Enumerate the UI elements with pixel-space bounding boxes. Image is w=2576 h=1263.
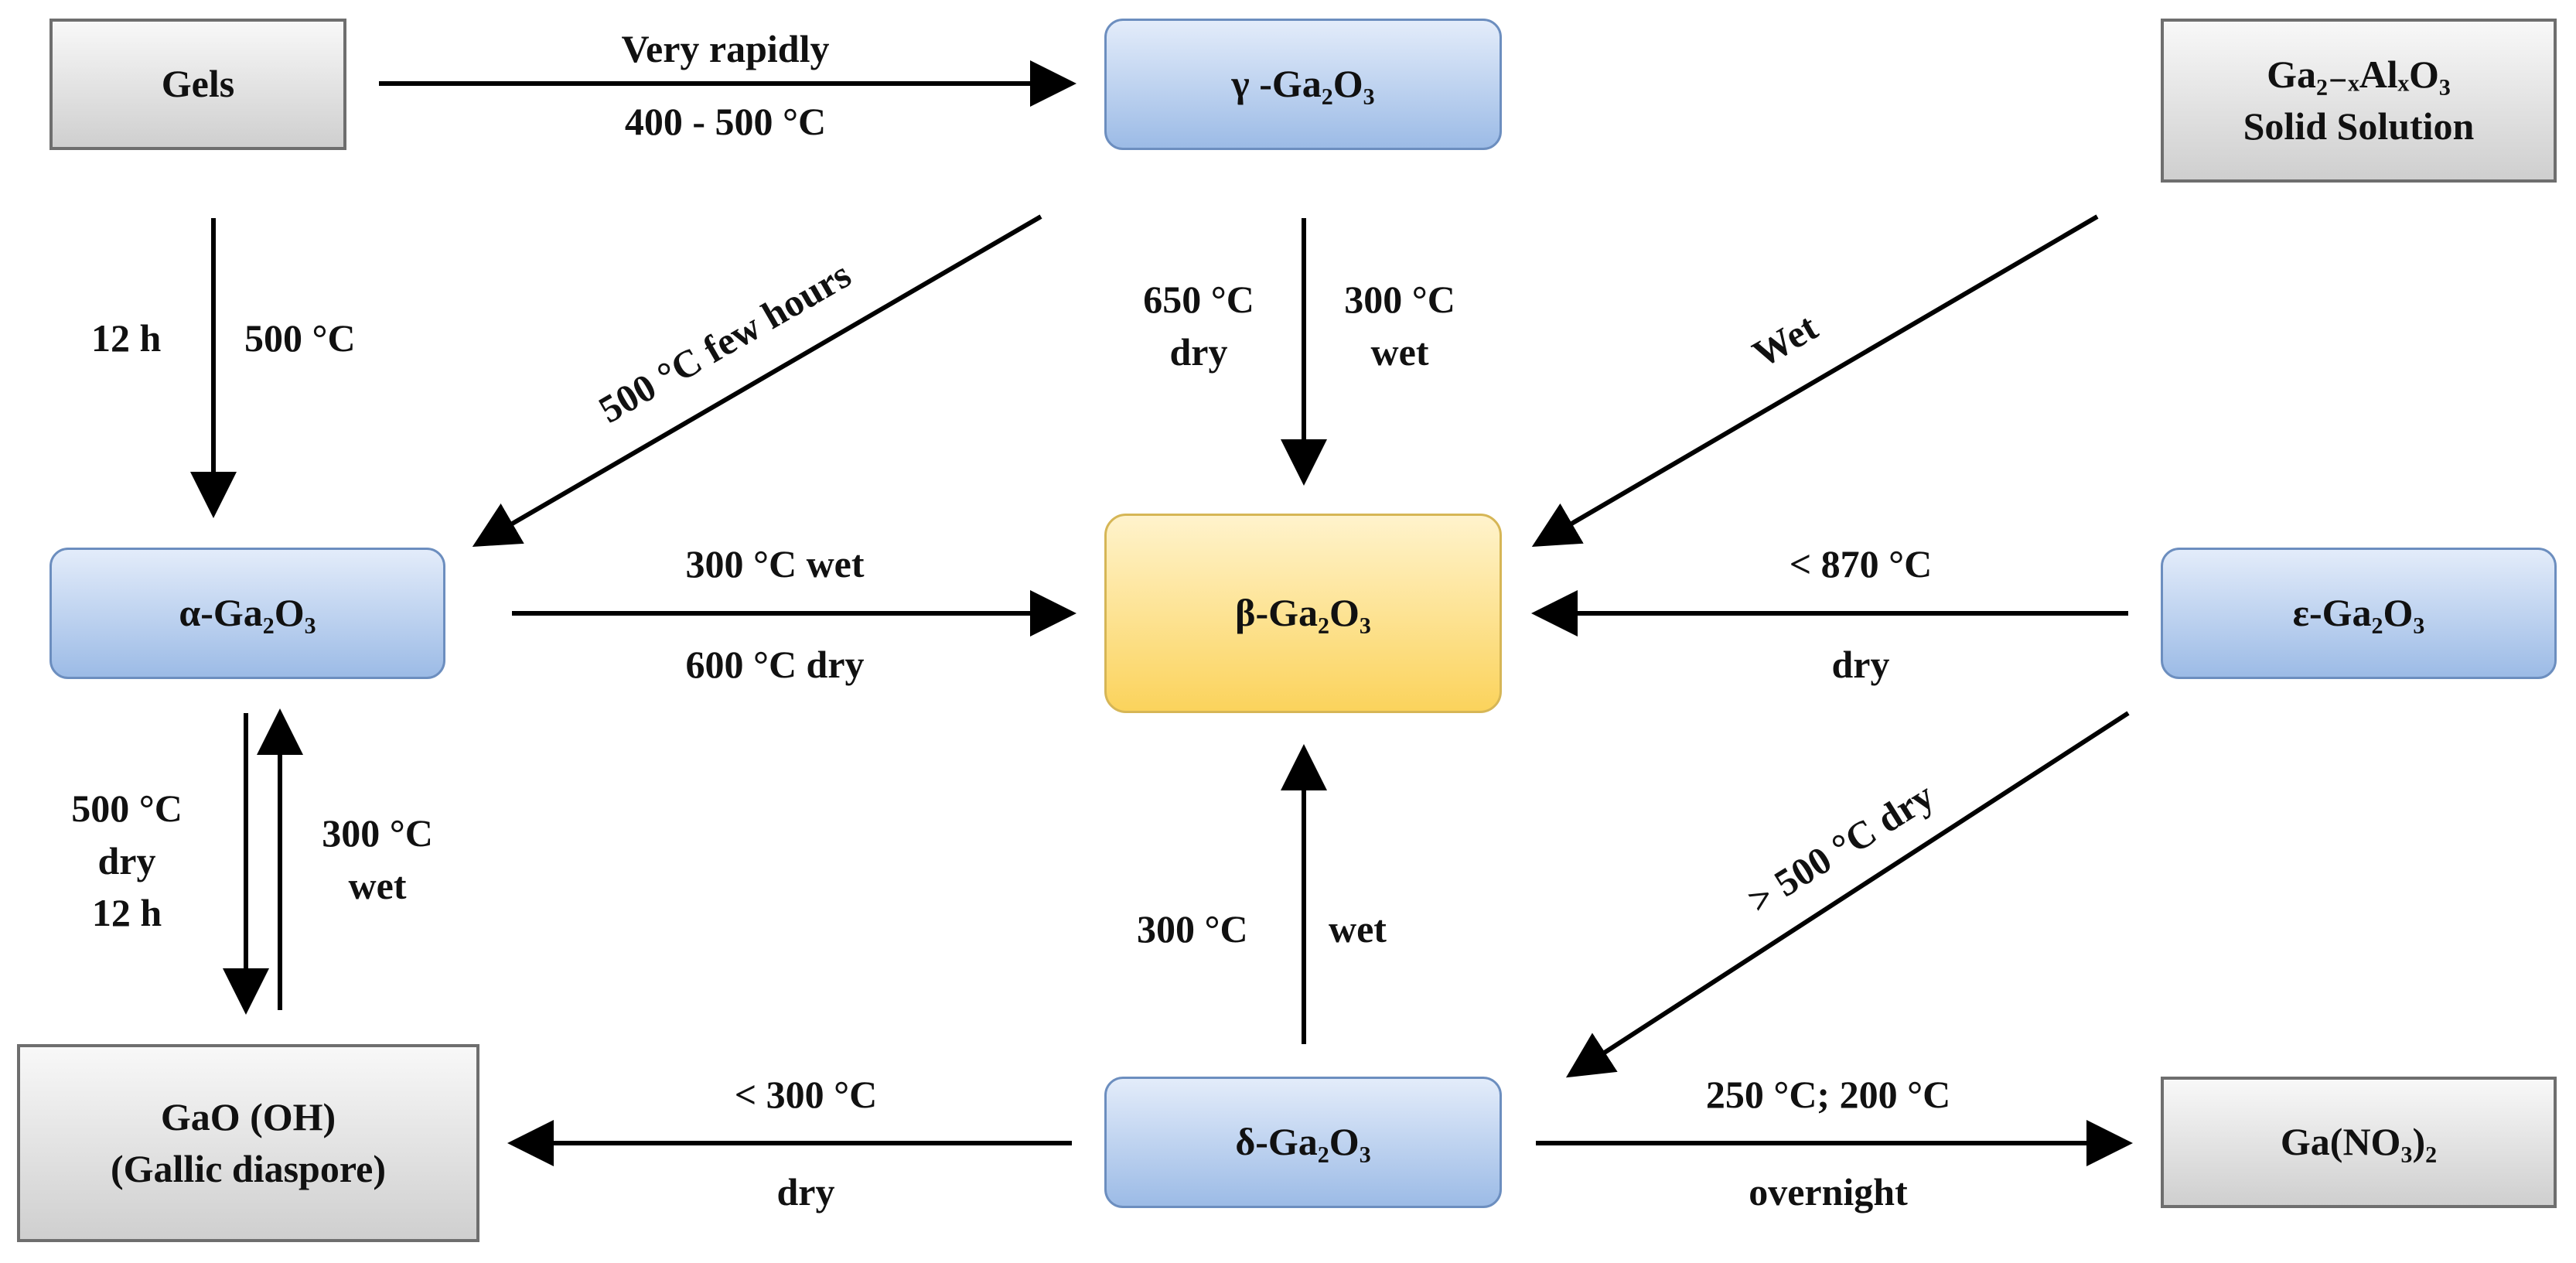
label-gao-alpha-right-cond: wet: [348, 863, 407, 907]
label-gamma-beta-left: 650 °C dry: [1143, 274, 1254, 378]
label-alpha-gao-left-time: 12 h: [91, 891, 162, 934]
node-gallium-nitrate: Ga(NO₃)₂: [2161, 1077, 2557, 1208]
label-alpha-gao-left-cond: dry: [97, 838, 156, 882]
label-gamma-beta-left-cond: dry: [1169, 329, 1228, 374]
label-gamma-beta-left-temp: 650 °C: [1143, 278, 1254, 321]
label-delta-beta-left: 300 °C: [1137, 907, 1248, 951]
label-delta-gano3-bottom: overnight: [1749, 1170, 1908, 1214]
node-alpha-label: α-Ga₂O₃: [179, 591, 316, 635]
label-epsilon-beta-top: < 870 °C: [1789, 542, 1933, 585]
node-solid-solution: Ga₂₋ₓAlₓO₃ Solid Solution: [2161, 19, 2557, 183]
label-delta-beta-right: wet: [1329, 907, 1387, 951]
node-gels-label: Gels: [161, 62, 235, 106]
node-gao-oh-label: (Gallic diaspore): [110, 1147, 386, 1190]
label-gels-alpha-right: 500 °C: [244, 316, 356, 360]
label-gels-alpha-left: 12 h: [91, 316, 162, 360]
node-solid-solution-formula: Ga₂₋ₓAlₓO₃: [2267, 52, 2451, 96]
label-alpha-beta-top: 300 °C wet: [685, 542, 865, 585]
node-gao-oh-formula: GaO (OH): [160, 1094, 336, 1138]
label-delta-gao-top: < 300 °C: [734, 1073, 878, 1116]
node-alpha-ga2o3: α-Ga₂O₃: [49, 548, 445, 679]
node-beta-ga2o3: β-Ga₂O₃: [1104, 514, 1502, 713]
node-epsilon-label: ε-Ga₂O₃: [2292, 591, 2425, 635]
node-delta-label: δ-Ga₂O₃: [1235, 1120, 1371, 1164]
label-gels-gamma-top: Very rapidly: [621, 27, 830, 70]
label-gamma-beta-right-temp: 300 °C: [1344, 278, 1455, 321]
label-gao-alpha-right-temp: 300 °C: [322, 811, 433, 855]
label-delta-gano3-top: 250 °C; 200 °C: [1705, 1073, 1951, 1116]
node-beta-label: β-Ga₂O₃: [1235, 591, 1371, 635]
label-delta-gao-bottom: dry: [776, 1170, 835, 1214]
label-epsilon-beta-bottom: dry: [1831, 643, 1890, 686]
node-delta-ga2o3: δ-Ga₂O₃: [1104, 1077, 1502, 1208]
node-epsilon-ga2o3: ε-Ga₂O₃: [2161, 548, 2557, 679]
arrow-epsilon-to-delta: [1565, 711, 2130, 1078]
arrow-solid-solution-to-beta: [1531, 214, 2099, 548]
label-gels-gamma-bottom: 400 - 500 °C: [624, 100, 827, 143]
node-gels: Gels: [49, 19, 346, 150]
node-ga-no3-label: Ga(NO₃)₂: [2280, 1120, 2438, 1164]
label-gamma-beta-right-cond: wet: [1370, 329, 1429, 374]
label-gamma-beta-right: 300 °C wet: [1344, 274, 1455, 378]
node-gamma-ga2o3: γ -Ga₂O₃: [1104, 19, 1502, 150]
label-gao-alpha-right: 300 °C wet: [322, 807, 433, 912]
node-gallic-diaspore: GaO (OH) (Gallic diaspore): [17, 1044, 479, 1242]
arrow-gamma-to-alpha: [472, 214, 1042, 548]
label-alpha-gao-left-temp: 500 °C: [71, 787, 183, 830]
node-solid-solution-label: Solid Solution: [2243, 104, 2475, 148]
node-gamma-label: γ -Ga₂O₃: [1231, 62, 1375, 106]
label-alpha-beta-bottom: 600 °C dry: [685, 643, 865, 686]
label-alpha-gao-left: 500 °C dry 12 h: [71, 783, 183, 940]
